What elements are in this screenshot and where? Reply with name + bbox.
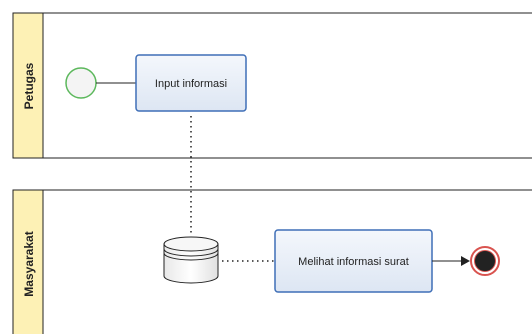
lane-header-petugas — [12, 12, 44, 159]
arrowhead-icon — [461, 256, 470, 266]
task-label-melihat-informasi-surat: Melihat informasi surat — [298, 256, 409, 268]
start-event-icon[interactable] — [65, 67, 97, 99]
task-melihat-informasi-surat[interactable]: Melihat informasi surat — [274, 229, 433, 293]
end-event-icon[interactable] — [470, 246, 500, 276]
database-icon[interactable] — [163, 236, 219, 284]
lane-petugas: Petugas — [12, 12, 532, 159]
lane-header-masyarakat — [12, 189, 44, 334]
lane-label-masyarakat: Masyarakat — [22, 231, 36, 296]
lane-masyarakat: Masyarakat — [12, 189, 532, 334]
task-label-input-informasi: Input informasi — [155, 78, 227, 90]
lane-label-petugas: Petugas — [22, 62, 36, 109]
task-input-informasi[interactable]: Input informasi — [135, 54, 247, 112]
